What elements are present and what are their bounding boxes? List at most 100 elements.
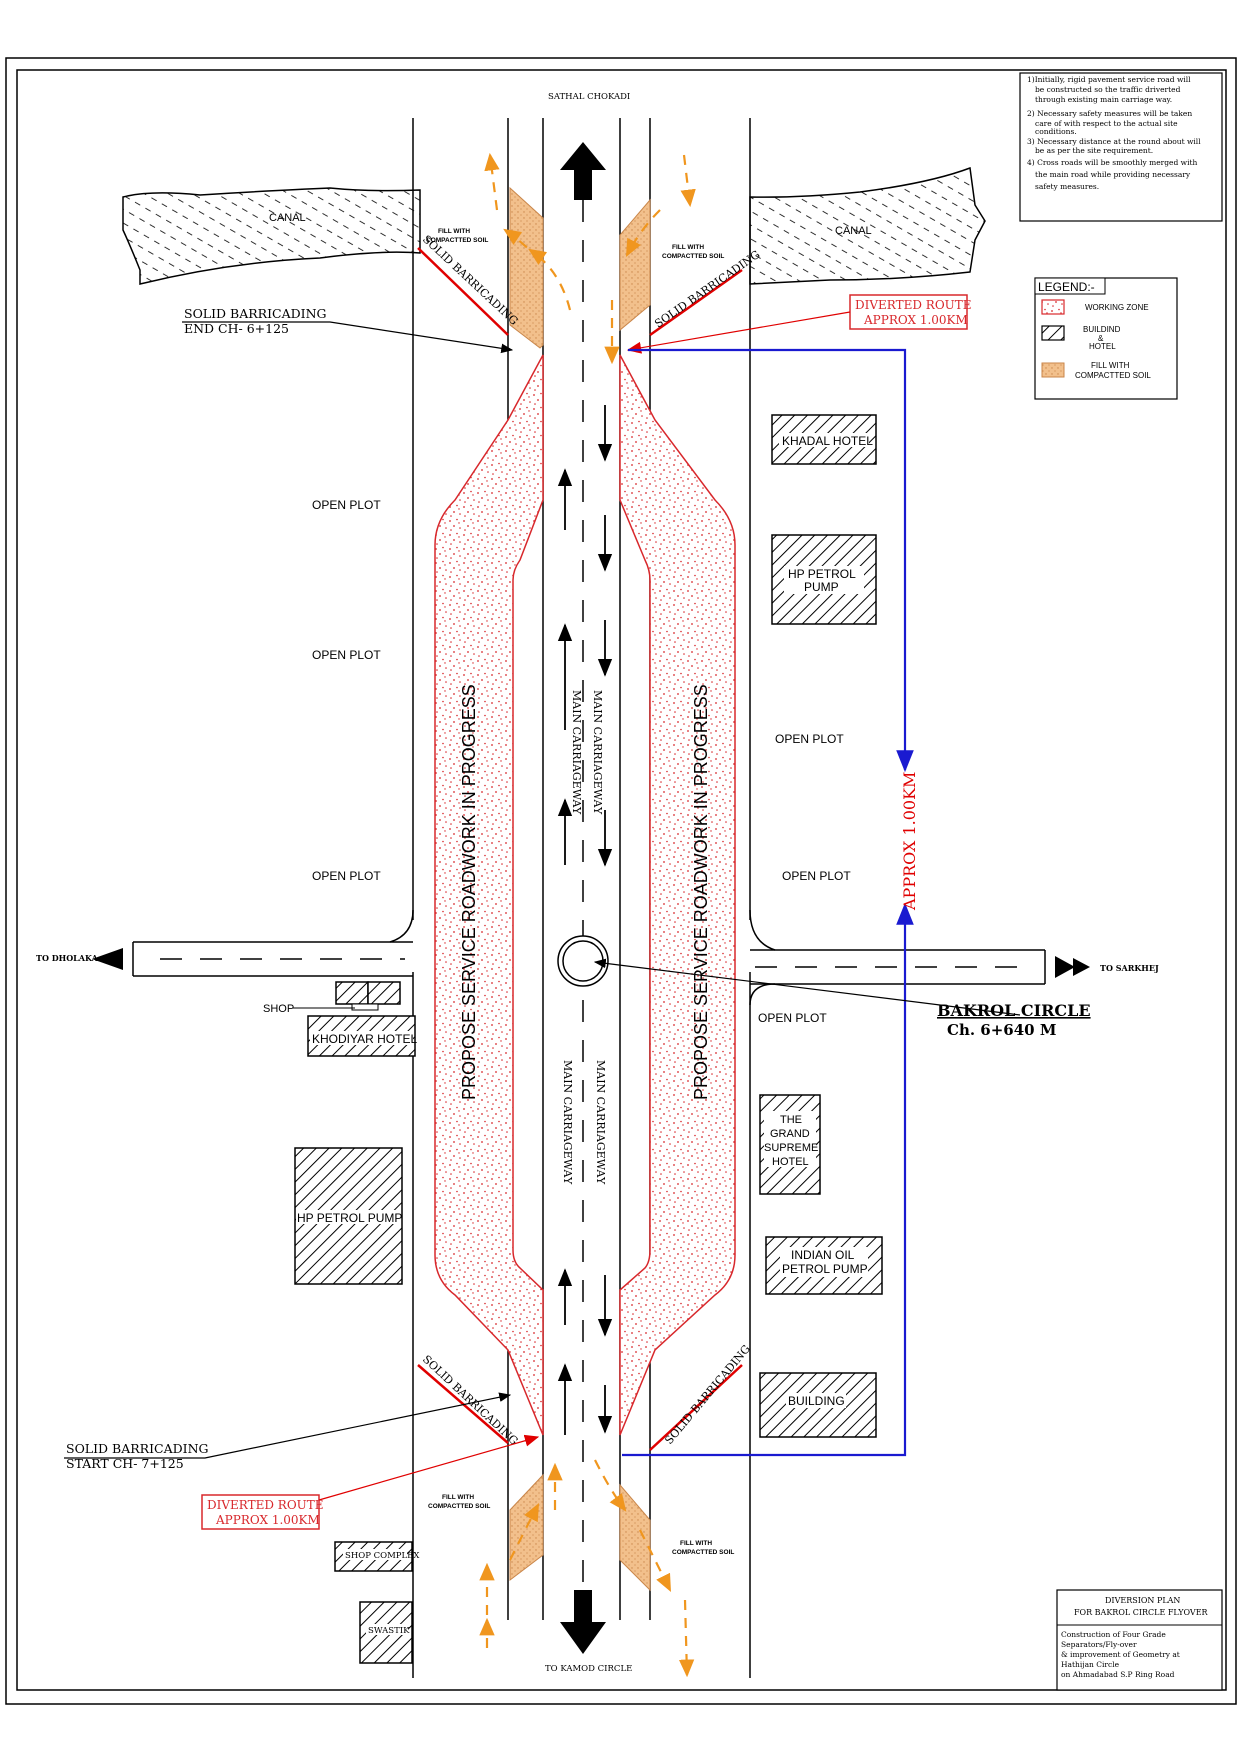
- fill-soil-top-left: [509, 186, 544, 349]
- building-generic: BUILDING: [759, 1372, 877, 1438]
- notes-line: 1)Initially, rigid pavement service road…: [1027, 75, 1191, 84]
- carriageway-label: MAIN CARRIAGEWAY: [561, 1060, 574, 1185]
- notes-line: be as per the site requirement.: [1035, 146, 1153, 155]
- barricading-start-chainage: START CH- 7+125: [66, 1456, 184, 1471]
- legend-building: HOTEL: [1089, 342, 1116, 351]
- bakrol-circle-chainage: Ch. 6+640 M: [947, 1021, 1056, 1039]
- building-label: HP PETROL PUMP: [297, 1211, 402, 1225]
- shop-label: SHOP: [263, 1003, 294, 1015]
- open-plot-label: OPEN PLOT: [758, 1011, 827, 1025]
- barricade-label: SOLID BARRICADING: [420, 1353, 521, 1448]
- fill-label: COMPACTTED SOIL: [672, 1549, 734, 1556]
- approx-distance-label: APPROX 1.00KM: [900, 772, 919, 911]
- carriageway-label: MAIN CARRIAGEWAY: [570, 690, 583, 815]
- open-plot-label: OPEN PLOT: [775, 732, 844, 746]
- south-arrow-icon: [560, 1590, 606, 1654]
- top-road-label: SATHAL CHOKADI: [548, 92, 630, 102]
- title-block-line: DIVERSION PLAN: [1105, 1596, 1180, 1605]
- outer-border: [5, 57, 1237, 1705]
- legend-building: &: [1098, 334, 1104, 343]
- building-shop-complex: SHOP COMPLEX: [334, 1541, 420, 1572]
- left-road-label: TO DHOLAKA: [36, 953, 99, 963]
- working-zone-left: [434, 354, 544, 1436]
- fill-label: FILL WITH: [680, 1540, 712, 1547]
- propose-text-right: PROPOSE SERVICE ROADWORK IN PROGRESS: [691, 684, 711, 1100]
- building-label: BUILDING: [788, 1394, 845, 1408]
- building-grand-supreme-hotel: THE GRAND SUPREME HOTEL: [759, 1094, 821, 1195]
- building-khadal-hotel: KHADAL HOTEL: [771, 414, 877, 465]
- fill-soil-bottom-right: [619, 1483, 651, 1592]
- canal-left: [122, 187, 421, 285]
- building-label: THE: [780, 1114, 802, 1126]
- fill-label: COMPACTTED SOIL: [426, 237, 488, 244]
- notes-line: 3) Necessary distance at the round about…: [1027, 137, 1201, 146]
- bakrol-circle-title: BAKROL CIRCLE: [937, 1001, 1091, 1020]
- building-shop: SHOP: [263, 981, 401, 1015]
- title-block-desc: Separators/Fly-over: [1061, 1640, 1137, 1649]
- diverted-route-distance: APPROX 1.00KM: [215, 1513, 320, 1527]
- building-hp-petrol-pump-right: HP PETROL PUMP: [771, 534, 877, 625]
- legend-building-swatch: [1041, 325, 1065, 341]
- barricade-label: SOLID BARRICADING: [420, 233, 521, 328]
- building-khodiyar-hotel: KHODIYAR HOTEL: [307, 1015, 417, 1057]
- legend-fill: FILL WITH: [1091, 361, 1130, 370]
- legend: LEGEND:- WORKING ZONE BUILDIND & HOTEL F…: [1034, 277, 1178, 400]
- fill-label: FILL WITH: [442, 1494, 474, 1501]
- title-block-desc: & improvement of Geometry at: [1061, 1650, 1180, 1659]
- barricading-end-title: SOLID BARRICADING: [184, 306, 327, 321]
- legend-building: BUILDIND: [1083, 325, 1121, 334]
- propose-text-left: PROPOSE SERVICE ROADWORK IN PROGRESS: [459, 684, 479, 1100]
- building-label: HOTEL: [772, 1156, 809, 1168]
- notes-line: through existing main carriage way.: [1035, 95, 1172, 104]
- title-block-desc: Construction of Four Grade: [1061, 1630, 1166, 1639]
- diverted-route-distance: APPROX 1.00KM: [863, 313, 968, 327]
- carriageway-label: MAIN CARRIAGEWAY: [591, 690, 604, 815]
- canal-label-left: CANAL: [269, 212, 306, 224]
- left-road-arrow-icon: [92, 948, 123, 970]
- roundabout-inner: [562, 940, 604, 982]
- notes-line: 4) Cross roads will be smoothly merged w…: [1027, 158, 1197, 167]
- legend-title: LEGEND:-: [1038, 280, 1095, 294]
- building-label: SHOP COMPLEX: [345, 1551, 420, 1561]
- diversion-route-south: [622, 902, 914, 1457]
- canal-right: [749, 166, 986, 285]
- right-road-arrow-icon: [1055, 956, 1090, 978]
- right-road-label: TO SARKHEJ: [1100, 963, 1159, 973]
- title-block-desc: on Ahmadabad S.P Ring Road: [1061, 1670, 1175, 1679]
- fill-label: COMPACTTED SOIL: [428, 1503, 490, 1510]
- notes-line: safety measures.: [1035, 182, 1099, 191]
- lane-arrows: [557, 405, 613, 1435]
- barricading-start-title: SOLID BARRICADING: [66, 1441, 209, 1456]
- building-label: KHADAL HOTEL: [782, 434, 873, 448]
- inner-border: [16, 69, 1227, 1691]
- open-plot-label: OPEN PLOT: [312, 498, 381, 512]
- notes-line: conditions.: [1035, 127, 1077, 136]
- fill-label: COMPACTTED SOIL: [662, 253, 724, 260]
- open-plot-label: OPEN PLOT: [312, 648, 381, 662]
- legend-working-zone-swatch: [1041, 299, 1065, 315]
- diverted-route-box-top: [849, 294, 968, 330]
- title-block-line: FOR BAKROL CIRCLE FLYOVER: [1074, 1608, 1209, 1617]
- fill-label: FILL WITH: [438, 228, 470, 235]
- building-hp-petrol-pump-left: HP PETROL PUMP: [294, 1147, 403, 1285]
- fill-soil-top-right: [619, 198, 651, 332]
- building-label: GRAND: [770, 1128, 810, 1140]
- diverted-route-title: DIVERTED ROUTE: [207, 1498, 324, 1512]
- diverted-route-title: DIVERTED ROUTE: [855, 298, 972, 312]
- notes-line: the main road while providing necessary: [1035, 170, 1191, 179]
- working-zone-right: [619, 354, 736, 1436]
- legend-working-zone: WORKING ZONE: [1085, 303, 1149, 312]
- building-label: SWASTIK: [368, 1626, 410, 1636]
- barricading-end-chainage: END CH- 6+125: [184, 321, 289, 336]
- building-label: PETROL PUMP: [782, 1262, 868, 1276]
- building-label: PUMP: [804, 580, 839, 594]
- building-label: SUPREME: [764, 1142, 818, 1154]
- barricade-label: SOLID BARRICADING: [652, 248, 762, 331]
- building-label: INDIAN OIL: [791, 1248, 855, 1262]
- north-arrow-icon: [560, 142, 606, 200]
- diversion-route-north: [628, 348, 914, 773]
- legend-fill: COMPACTTED SOIL: [1075, 371, 1151, 380]
- centre-lines: [160, 200, 1030, 1600]
- bottom-road-label: TO KAMOD CIRCLE: [545, 1664, 632, 1674]
